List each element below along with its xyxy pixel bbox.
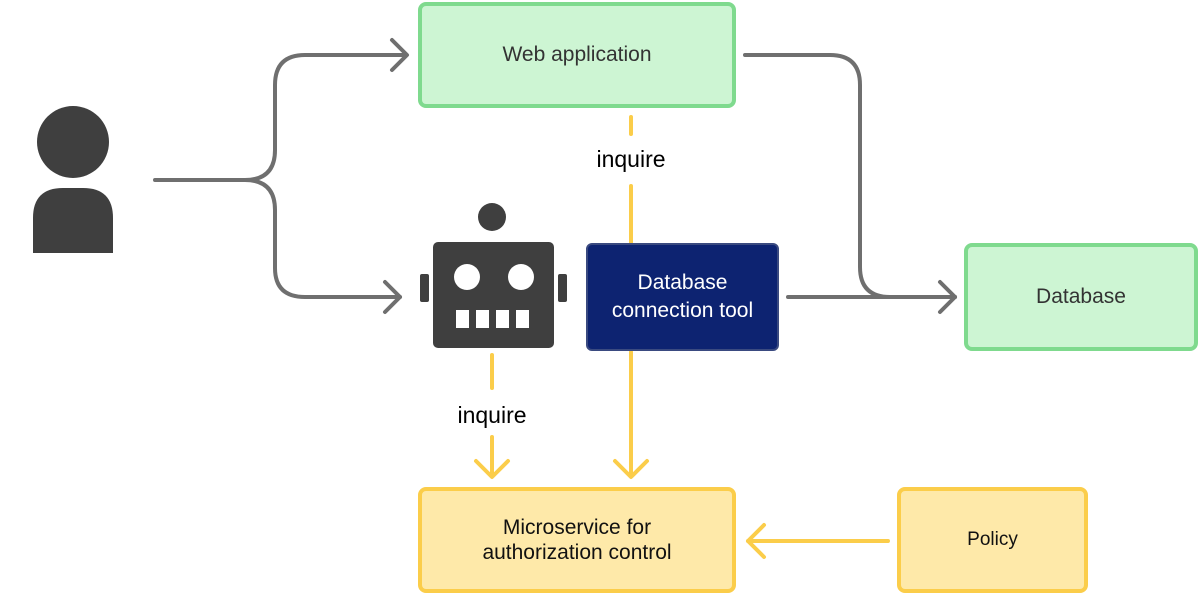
database-connection-tool-node: Database connection tool — [586, 243, 779, 351]
edge-user-to-robot — [243, 178, 402, 299]
web-application-label: Web application — [502, 43, 652, 66]
microservice-node: Microservice for authorization control — [418, 487, 736, 593]
microservice-label-line1: Microservice for — [502, 516, 652, 539]
arrowhead-database — [938, 280, 957, 314]
arrowhead-web-app — [390, 38, 409, 72]
microservice-label-line2: authorization control — [482, 541, 672, 564]
arrowhead-db-tool-microservice — [613, 459, 649, 479]
inquire-label-bottom: inquire — [457, 402, 527, 428]
db-tool-label-line2: connection tool — [611, 299, 754, 322]
web-application-node: Web application — [418, 2, 736, 108]
policy-label: Policy — [967, 529, 1018, 550]
robot-icon — [420, 203, 567, 348]
db-tool-label-line1: Database — [637, 271, 728, 294]
policy-node: Policy — [897, 487, 1088, 593]
inquire-label-top: inquire — [596, 146, 666, 172]
arrowhead-robot-microservice — [474, 459, 510, 479]
person-icon — [33, 106, 113, 253]
database-node: Database — [964, 243, 1198, 351]
database-label: Database — [1036, 285, 1126, 308]
arrowhead-microservice — [746, 523, 766, 559]
arrowhead-robot — [383, 280, 402, 314]
edge-user-to-web-app — [153, 53, 407, 182]
